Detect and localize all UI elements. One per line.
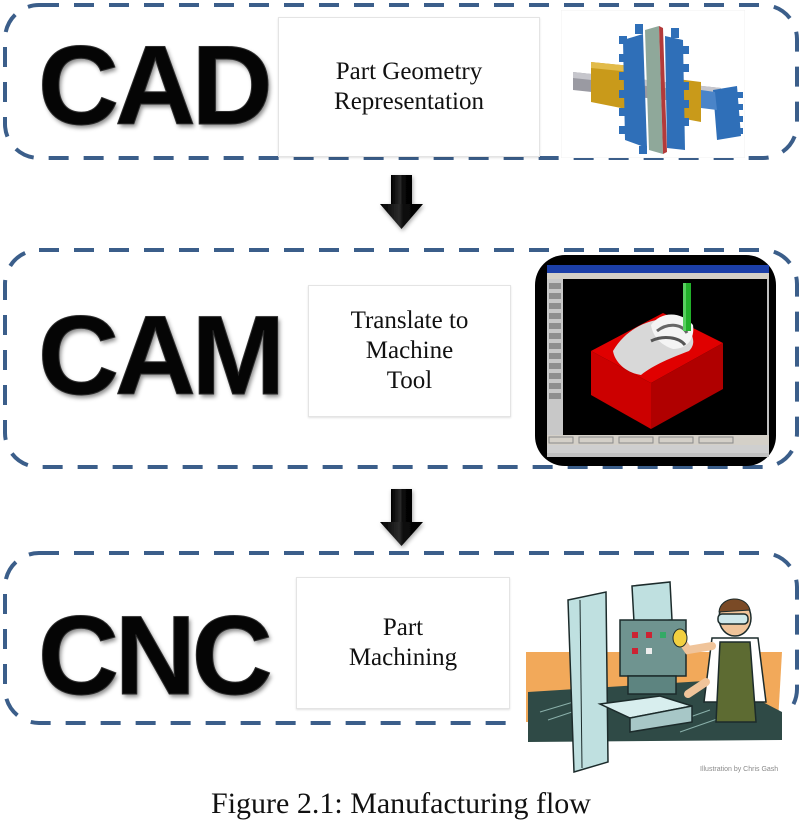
illustration-credit: Illustration by Chris Gash [700, 766, 779, 773]
cam-description: Translate to Machine Tool [308, 285, 511, 417]
cam-label: CAM [37, 293, 285, 418]
figure-caption: Figure 2.1: Manufacturing flow [211, 787, 591, 820]
cad-stage-frame [3, 3, 799, 160]
cam-stage-frame [3, 248, 799, 469]
cam-description-line: Machine [365, 337, 454, 364]
cnc-description-line: Part [382, 614, 424, 641]
gear-assembly-image [561, 10, 745, 158]
cnc-stage-frame [3, 551, 799, 725]
cad-label: CAD [38, 23, 274, 148]
cnc-description: Part Machining [296, 577, 510, 709]
cnc-description-line: Machining [348, 644, 458, 671]
arrow-down-icon [380, 175, 423, 229]
cam-description-line: Tool [386, 367, 433, 394]
cad-description: Part Geometry Representation [278, 17, 540, 157]
arrow-down-icon [380, 489, 423, 546]
cam-description-line: Translate to [350, 307, 469, 334]
cnc-label: CNC [38, 593, 274, 718]
cad-description-line: Representation [334, 88, 484, 115]
cam-software-screenshot [535, 255, 776, 466]
cad-description-line: Part Geometry [335, 58, 483, 85]
machinist-illustration [520, 572, 790, 777]
